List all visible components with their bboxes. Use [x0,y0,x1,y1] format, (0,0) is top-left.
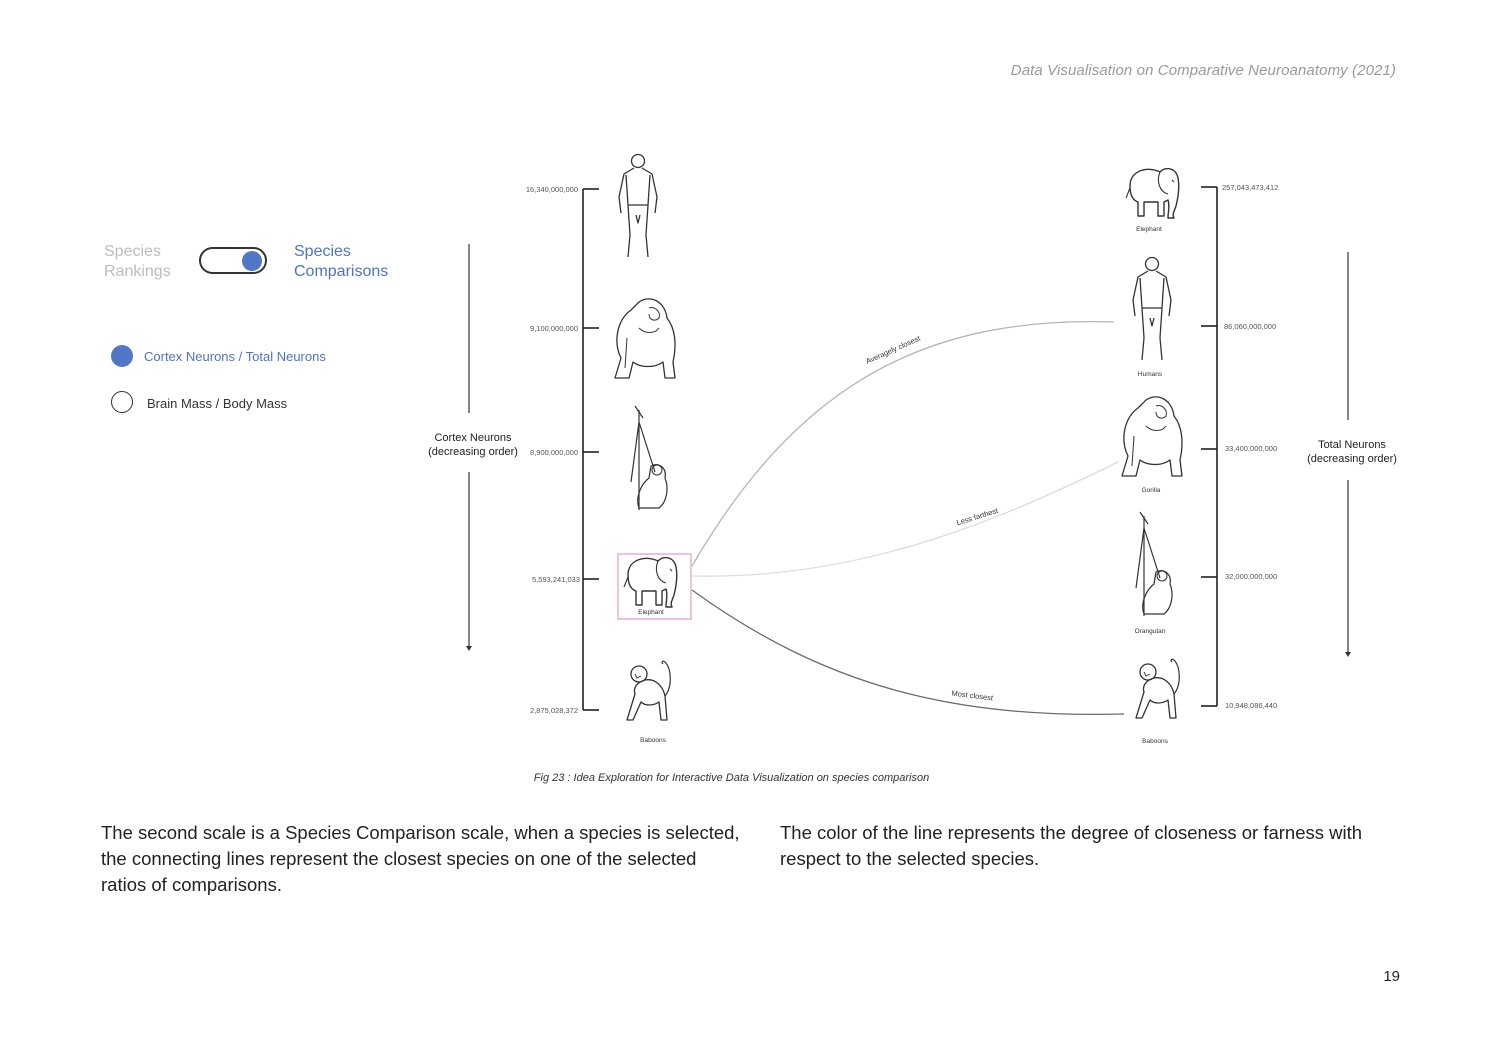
right-species-label-humans: Humans [1138,371,1163,378]
right-axis-label: Total Neurons (decreasing order) [1307,439,1397,465]
left-order-arrow [466,244,472,651]
ranking-comparison-toggle[interactable] [199,247,267,274]
paragraph-right: The color of the line represents the deg… [780,822,1363,869]
right-species-label-gorilla: Gorilla [1142,487,1161,494]
right-tick-value-4: 32,000,000,000 [1225,572,1277,581]
left-axis: 16,340,000,000 9,100,000,000 8,900,000,0… [526,185,599,715]
toggle-label-rankings[interactable]: Species Rankings [104,243,171,280]
radio-brain-body[interactable] [111,391,133,413]
connection-label-averagely-closest: Averagely closest [864,333,922,365]
right-axis: 257,043,473,412 86,060,000,000 33,400,00… [1201,183,1278,710]
left-tick-value-5: 2,875,028,372 [530,706,578,715]
left-tick-value-1: 16,340,000,000 [526,185,578,194]
option-label-cortex-total[interactable]: Cortex Neurons / Total Neurons [144,349,326,364]
toggle-label-comparisons[interactable]: Species Comparisons [294,243,389,280]
radio-cortex-total[interactable] [111,345,133,367]
option-label-brain-body[interactable]: Brain Mass / Body Mass [147,396,288,411]
right-human-illustration [1132,256,1172,361]
left-species-label-elephant: Elephant [638,609,664,616]
right-baboon-illustration [1135,658,1180,719]
paragraph-left: The second scale is a Species Comparison… [101,822,740,895]
right-gorilla-illustration [1121,396,1183,477]
connection-less-farthest[interactable] [691,461,1119,577]
right-tick-value-3: 33,400,000,000 [1225,444,1277,453]
page-number: 19 [1383,968,1400,985]
left-tick-value-2: 9,100,000,000 [530,324,578,333]
right-species-label-orangutan: Orangutan [1135,628,1166,635]
right-species-label-baboons: Baboons [1142,738,1168,745]
toggle-knob [242,251,262,271]
figure-caption: Fig 23 : Idea Exploration for Interactiv… [533,772,930,784]
right-order-arrow [1345,252,1351,657]
left-human-illustration [618,153,658,258]
species-comparison-figure: 16,340,000,000 9,100,000,000 8,900,000,0… [466,153,1351,745]
right-species-label-elephant: Elephant [1136,226,1162,233]
left-orangutan-illustration [630,405,668,511]
right-tick-value-1: 257,043,473,412 [1222,183,1278,192]
right-tick-value-2: 86,060,000,000 [1224,322,1276,331]
left-baboon-illustration [626,660,671,721]
connection-averagely-closest[interactable] [691,320,1115,567]
left-tick-value-3: 8,900,000,000 [530,448,578,457]
right-tick-value-5: 10,948,086,440 [1225,701,1277,710]
left-species-label-baboons: Baboons [640,737,666,744]
left-axis-label: Cortex Neurons (decreasing order) [428,432,518,458]
connection-label-most-closest: Most closest [951,689,994,703]
left-gorilla-illustration [614,298,676,379]
connection-most-closest[interactable] [691,589,1125,715]
left-tick-value-4: 5,593,241,033 [532,575,580,584]
document-header-title: Data Visualisation on Comparative Neuroa… [1010,62,1396,79]
right-elephant-illustration [1125,167,1180,219]
selected-species-elephant[interactable]: Elephant [617,553,692,620]
right-orangutan-illustration [1135,511,1173,617]
